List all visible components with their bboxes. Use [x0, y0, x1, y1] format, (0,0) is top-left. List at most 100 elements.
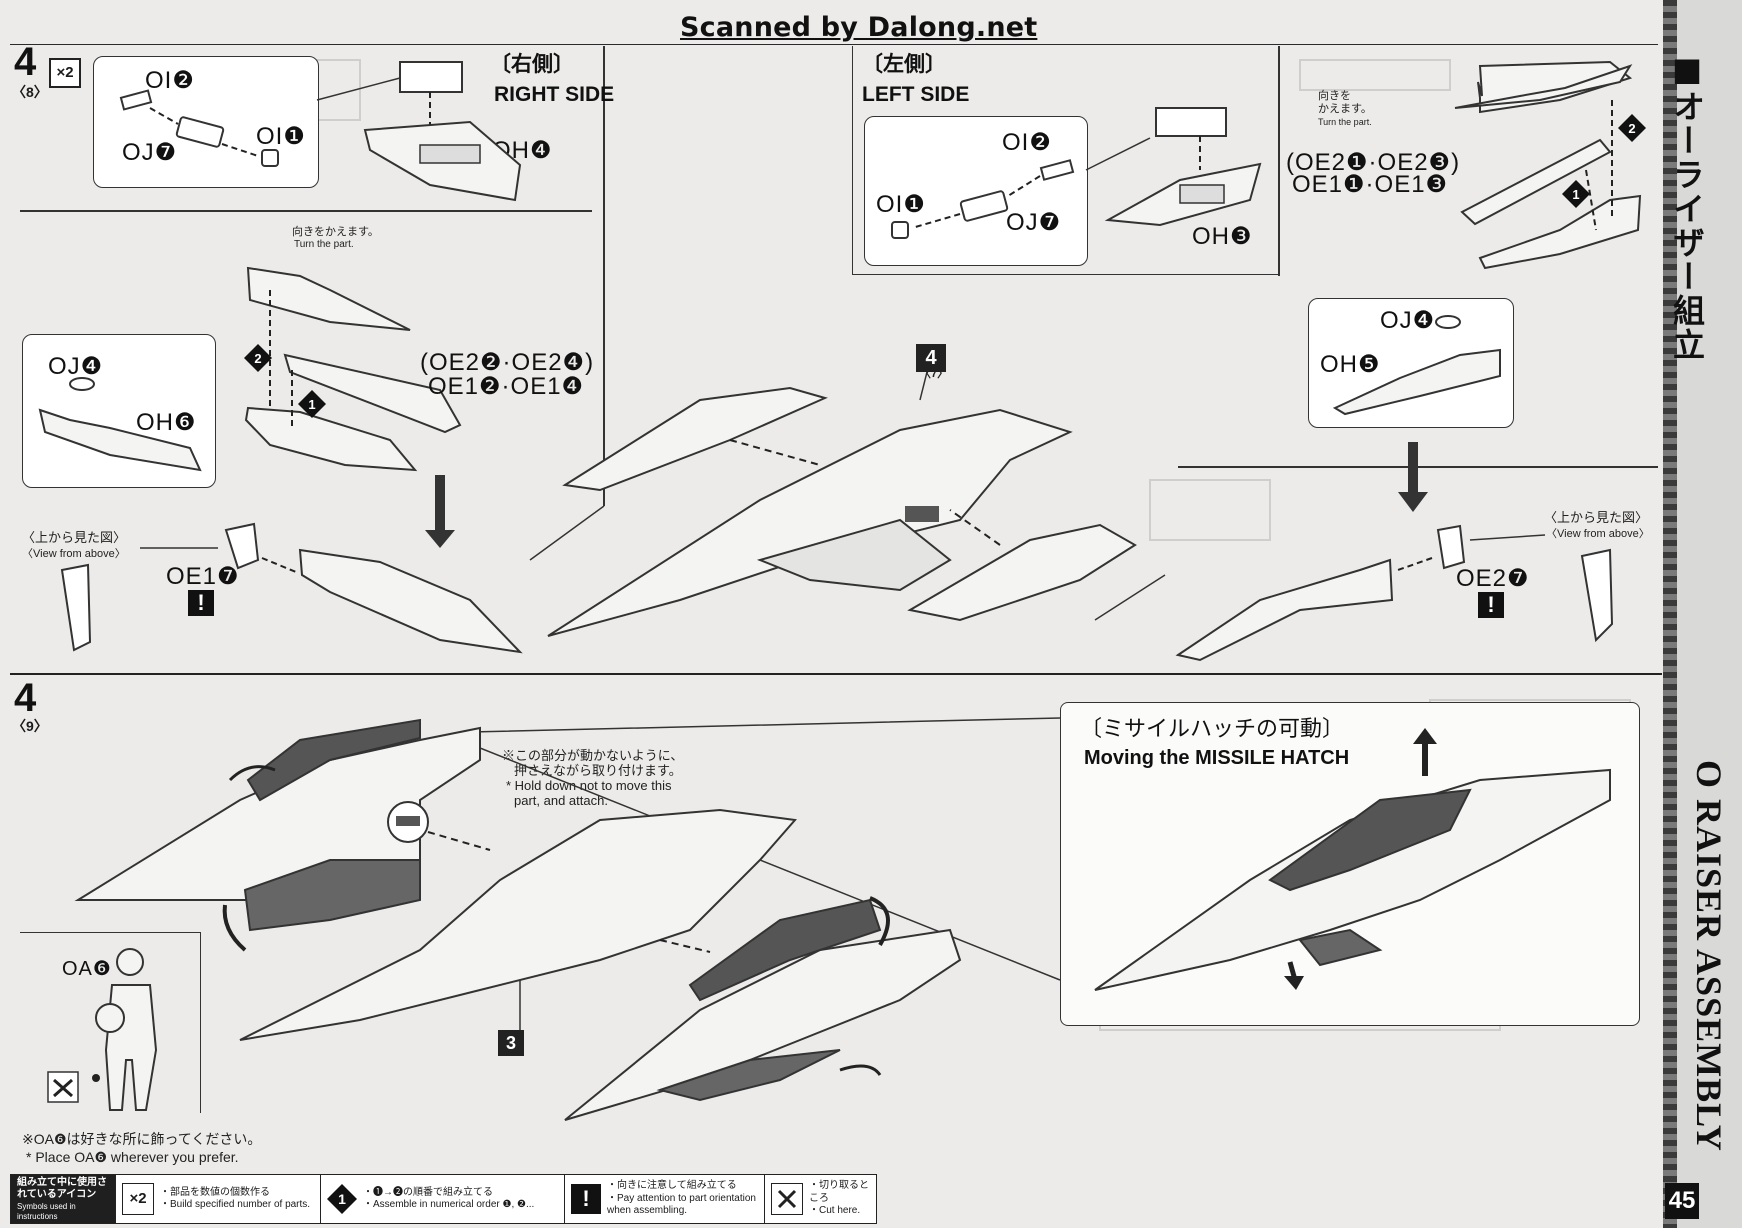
legend-text-jp: ・切り取るところ: [809, 1180, 869, 1204]
part-3-marker: 3: [498, 1030, 524, 1056]
hold-note-en2: part, and attach.: [514, 793, 608, 808]
left-side-frame: [852, 46, 1279, 275]
turn-part-left-en: Turn the part.: [1318, 117, 1372, 127]
sequence-marker: 1: [298, 390, 326, 418]
legend-head-jp: 組み立て中に使用されているアイコン: [17, 1176, 107, 1201]
legend-text-en: ・Assemble in numerical order ❶, ❷...: [363, 1199, 535, 1210]
step-9-assembly-drawing: [74, 717, 1611, 1121]
right-side-assembly-drawing: [244, 266, 462, 548]
small-parts-drawing: [119, 89, 279, 167]
sub-step-label-9: 〈9〉: [12, 718, 48, 734]
legend-item-multiply: ×2 ・部品を数値の個数作る・Build specified number of…: [116, 1175, 321, 1223]
part-label-oj4: OJ❹: [48, 353, 104, 380]
turn-part-left-jp1: 向きを: [1318, 90, 1351, 102]
legend-item-orientation: ! ・向きに注意して組み立てる・Pay attention to part or…: [565, 1175, 765, 1223]
part-label-oi2: OI❷: [145, 67, 195, 94]
legend-text-jp: ・向きに注意して組み立てる: [607, 1180, 737, 1192]
part-label-oi1-left: OI❶: [876, 191, 926, 218]
reference-sub-step: 〈7〉: [920, 368, 949, 380]
scan-credit: Scanned by Dalong.net: [680, 12, 1038, 43]
oe-left-line1: (OE2❶·OE2❸): [1286, 149, 1461, 176]
oe-right-line1: (OE2❷·OE2❹): [420, 349, 595, 376]
part-label-oj7: OJ❼: [122, 139, 178, 166]
oh5-and-view-drawing: [1175, 315, 1614, 662]
sidebar-title-en: O RAISER ASSEMBLY: [1689, 760, 1729, 1152]
hold-note-jp1: ※この部分が動かないように、: [502, 748, 684, 763]
part-label-oh6: OH❻: [136, 409, 197, 436]
hatch-title-jp: 〔ミサイルハッチの可動〕: [1080, 716, 1345, 741]
view-above-jp: 〈上から見た図〉: [22, 530, 127, 545]
turn-part-en: Turn the part.: [294, 239, 354, 250]
part-label-oa6: OA❻: [62, 958, 112, 980]
exclamation-icon: !: [571, 1184, 601, 1214]
page-number: 45: [1665, 1183, 1699, 1219]
callout-bubble: [93, 56, 319, 188]
svg-text:2: 2: [1628, 121, 1635, 136]
svg-text:1: 1: [1572, 187, 1579, 202]
nipper-icon: [771, 1183, 803, 1215]
left-side-parts-drawing: [891, 107, 1262, 239]
part-label-oh3: OH❸: [1192, 223, 1253, 250]
legend-item-order: 1 ・❶→❷の順番で組み立てる・Assemble in numerical or…: [321, 1175, 565, 1223]
section-divider: [10, 673, 1662, 675]
legend-text-en: ・Pay attention to part orientation when …: [607, 1192, 756, 1217]
svg-text:1: 1: [338, 1191, 346, 1207]
divider: [1278, 46, 1280, 276]
part-label-oh5: OH❺: [1320, 351, 1381, 378]
part-label-oj7-left: OJ❼: [1006, 209, 1062, 236]
oh6-part-drawing: [38, 377, 202, 472]
legend-text-jp: ・部品を数値の個数作る: [160, 1186, 270, 1198]
callout-bubble: [864, 116, 1088, 266]
step-number: 4: [14, 40, 37, 84]
step-number-9: 4: [14, 676, 37, 720]
oe-left-line2: OE1❶·OE1❸: [1292, 171, 1449, 198]
right-side-en: RIGHT SIDE: [494, 83, 615, 106]
part-label-oi1: OI❶: [256, 123, 306, 150]
sequence-marker: 2: [1618, 114, 1646, 142]
right-side-hull-drawing: [316, 61, 522, 202]
figure-panel-line: [20, 932, 201, 1113]
sidebar-title-jp: ■オーライザー組立: [1668, 50, 1706, 362]
turn-part-left-jp2: かえます。: [1318, 103, 1372, 115]
view-above-jp-left: 〈上から見た図〉: [1544, 510, 1649, 525]
right-side-jp: 〔右側〕: [490, 53, 574, 76]
part-label-oj4-left: OJ❹: [1380, 307, 1436, 334]
part-label-oe17: OE1❼: [166, 563, 240, 590]
orientation-warning-icon: !: [188, 590, 214, 616]
sequence-marker: 2: [244, 344, 272, 372]
figure-note-en: * Place OA❻ wherever you prefer.: [26, 1149, 239, 1165]
turn-part-jp: 向きをかえます。: [292, 226, 379, 238]
sequence-icon: 1: [327, 1184, 357, 1214]
icon-legend: 組み立て中に使用されているアイコン Symbols used in instru…: [10, 1174, 877, 1224]
legend-head-en: Symbols used in instructions: [17, 1201, 76, 1221]
hold-note-en1: * Hold down not to move this: [506, 778, 672, 793]
divider: [603, 46, 605, 506]
left-side-jp: 〔左側〕: [862, 53, 946, 76]
legend-text-jp: ・❶→❷の順番で組み立てる: [363, 1186, 493, 1198]
pilot-figure-drawing: [47, 948, 158, 1111]
part-label-oi2-left: OI❷: [1002, 129, 1052, 156]
left-side-assembly-drawing: [1454, 60, 1642, 270]
sequence-marker: 1: [1562, 180, 1590, 208]
view-above-drawing: [60, 522, 523, 654]
reference-step-box: 4: [916, 344, 946, 372]
view-above-en-left: 〈View from above〉: [1546, 528, 1650, 540]
left-side-en: LEFT SIDE: [862, 83, 970, 106]
orientation-warning-icon: !: [1478, 592, 1504, 618]
legend-header: 組み立て中に使用されているアイコン Symbols used in instru…: [11, 1175, 116, 1223]
hold-note-jp2: 押さえながら取り付けます。: [514, 763, 682, 778]
hatch-title-en: Moving the MISSILE HATCH: [1084, 747, 1350, 769]
step-4-8-panel: [10, 44, 1658, 677]
legend-text-en: ・Cut here.: [809, 1205, 861, 1217]
multiplier-badge: ×2: [49, 58, 81, 88]
svg-text:2: 2: [254, 351, 261, 366]
sidebar-edge-strip: [1663, 0, 1677, 1228]
legend-text-en: ・Build specified number of parts.: [160, 1199, 311, 1210]
figure-note-jp: ※OA❻は好きな所に飾ってください。: [22, 1131, 262, 1147]
legend-item-cut: ・切り取るところ・Cut here.: [765, 1175, 876, 1223]
oe-right-line2: OE1❷·OE1❹: [428, 373, 585, 400]
multiply-icon: ×2: [122, 1183, 154, 1215]
divider: [20, 210, 592, 212]
view-above-en: 〈View from above〉: [22, 548, 126, 560]
